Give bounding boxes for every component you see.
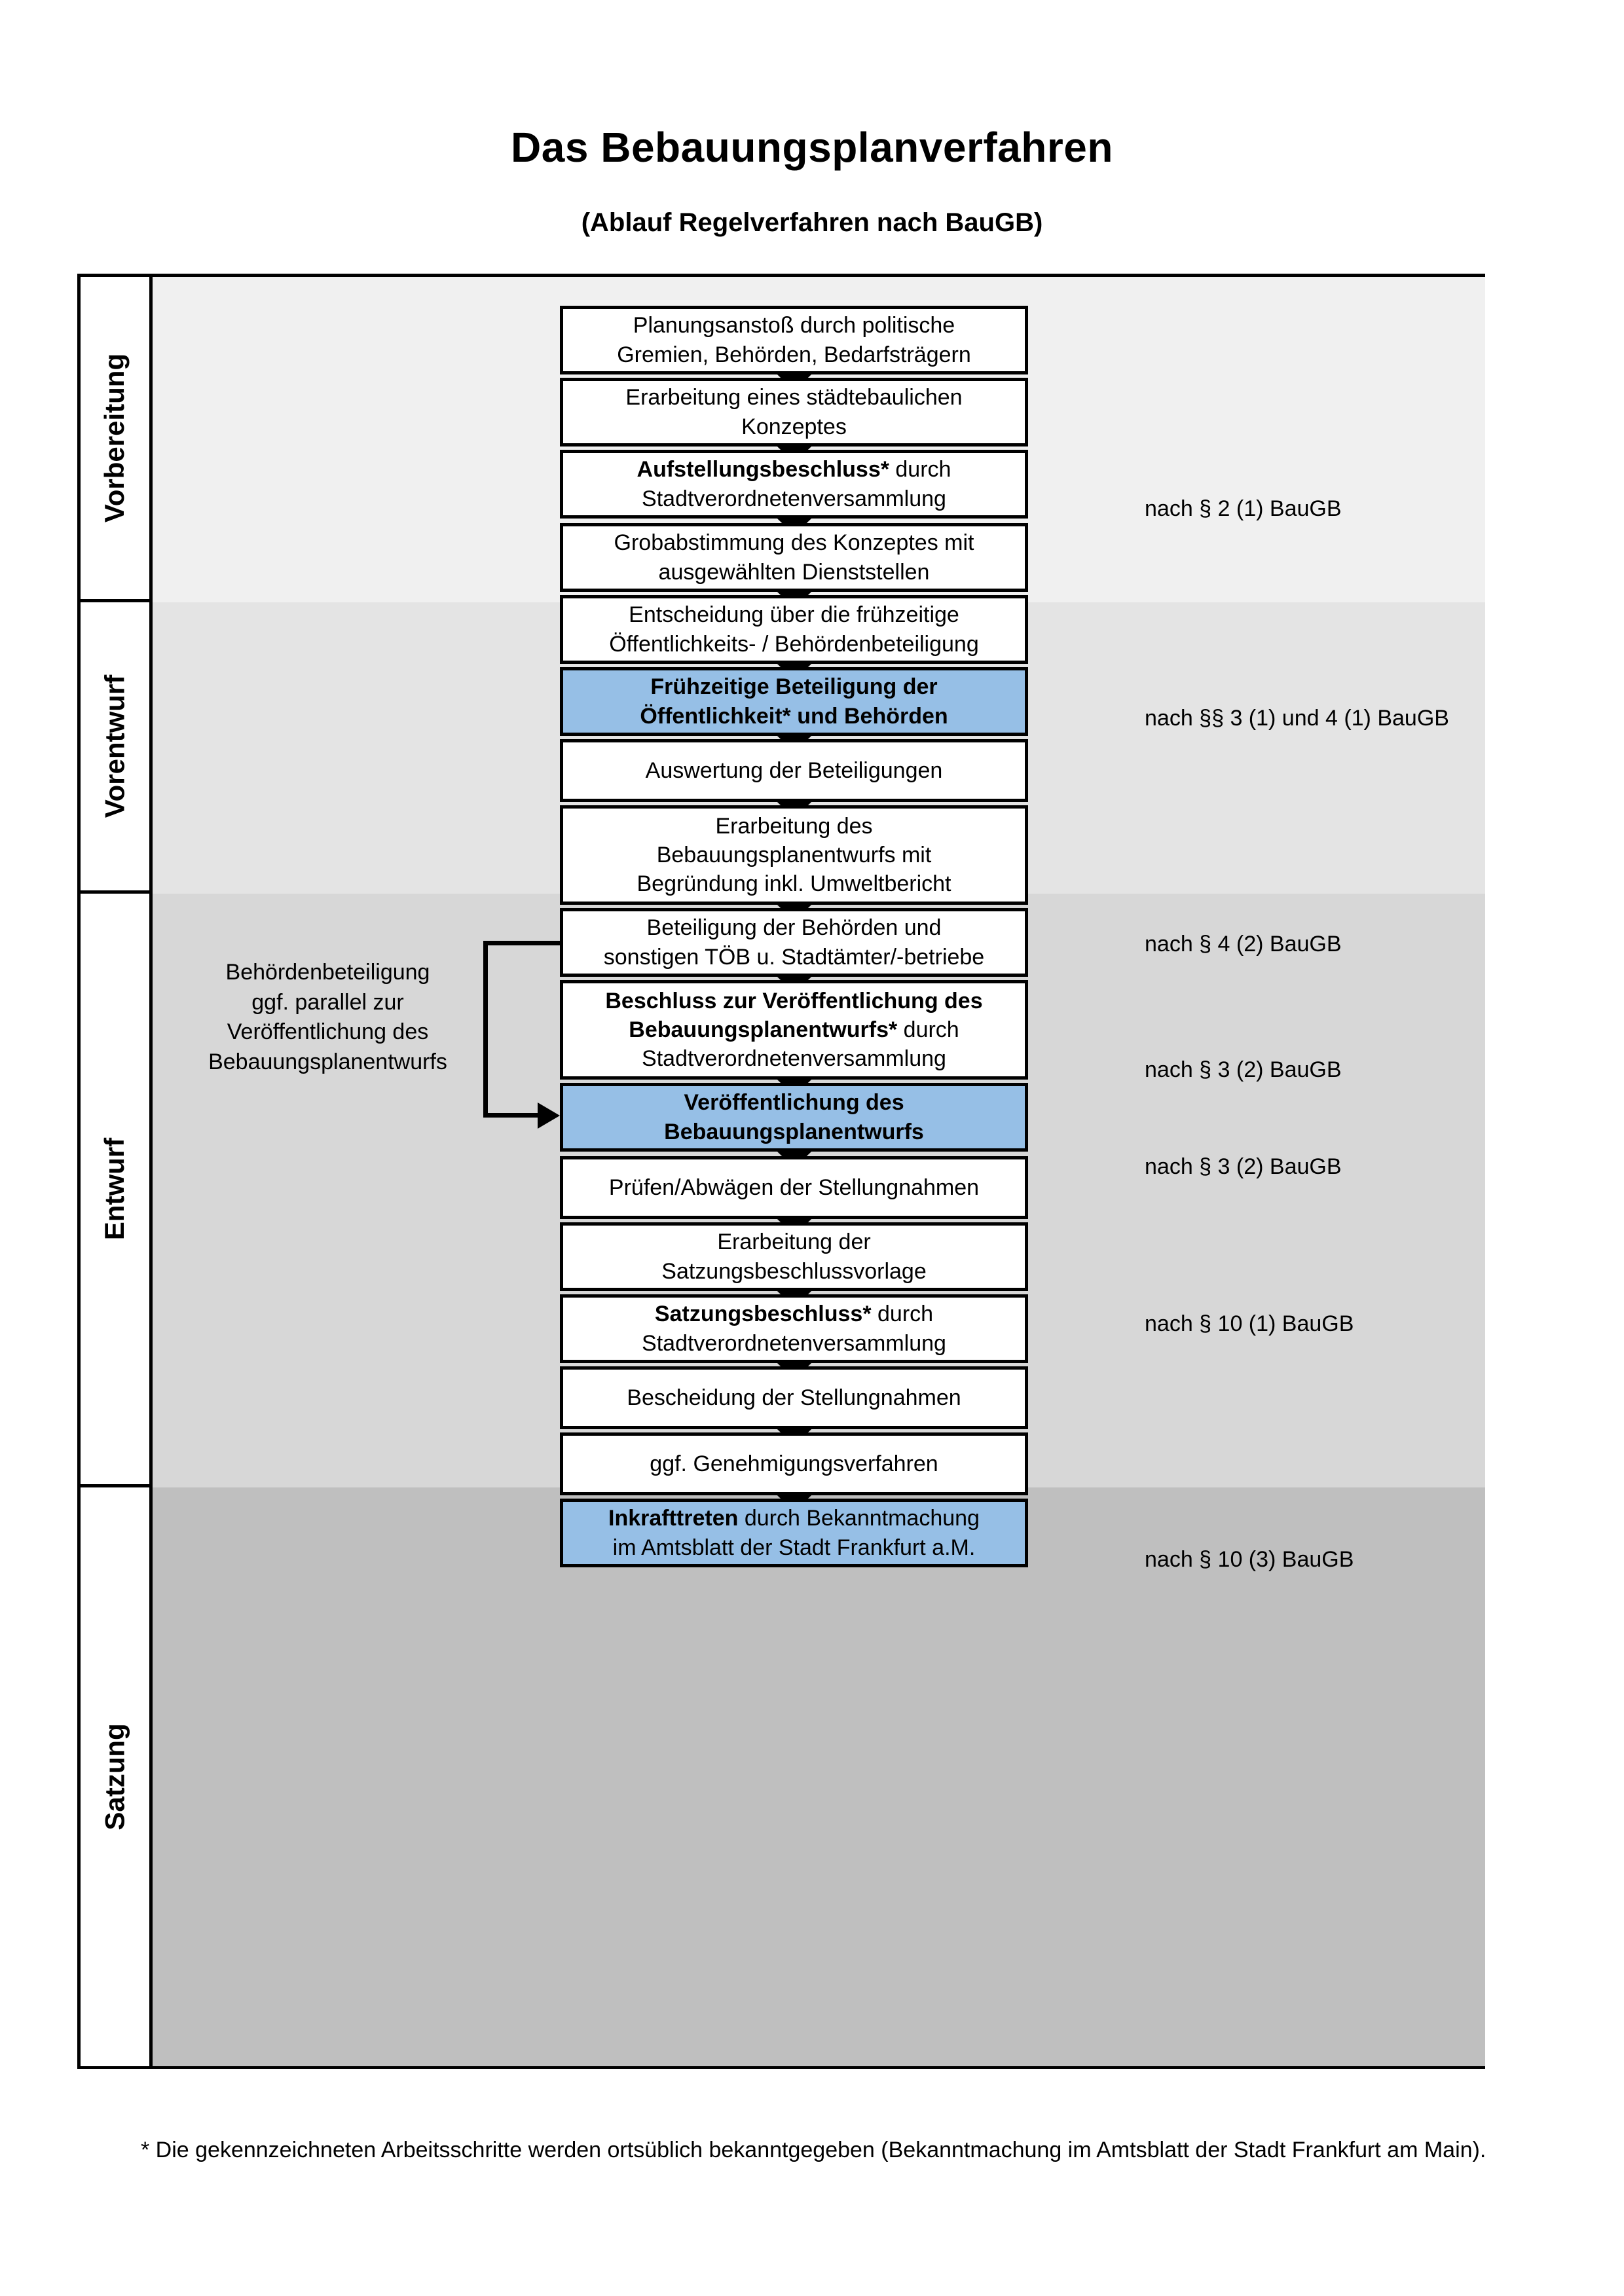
step-line-2-bold: Bebauungsplanentwurfs <box>664 1119 924 1144</box>
step-line-1-bold: Aufstellungsbeschluss* <box>637 457 889 483</box>
step-line-2-bold: Bebauungsplanentwurfs* <box>629 1017 898 1042</box>
flowchart-frame: Vorbereitung Vorentwurf Entwurf Satzung … <box>77 274 1485 2069</box>
step-line-2: Gremien, Behörden, Bedarfsträgern <box>617 342 971 367</box>
legal-ref-par3-4-1: nach §§ 3 (1) und 4 (1) BauGB <box>1145 706 1449 731</box>
section-label-vorentwurf: Vorentwurf <box>81 602 149 894</box>
step-box-auswertung[interactable]: Auswertung der Beteiligungen <box>560 739 1028 802</box>
step-line-1: Erarbeitung der <box>717 1230 871 1255</box>
legal-ref-par4-2: nach § 4 (2) BauGB <box>1145 932 1342 957</box>
step-line-1: Beteiligung der Behörden und <box>646 915 942 941</box>
step-box-beschluss-veroeffentlichung[interactable]: Beschluss zur Veröffentlichung des Bebau… <box>560 980 1028 1080</box>
step-line-2-bold: Öffentlichkeit* und Behörden <box>640 703 948 729</box>
step-line-1-rest: durch <box>889 457 951 483</box>
page-subtitle: (Ablauf Regelverfahren nach BauGB) <box>581 208 1043 237</box>
sidenote-line-4: Bebauungsplanentwurfs <box>208 1049 447 1074</box>
step-line-1-bold: Satzungsbeschluss* <box>654 1302 872 1327</box>
step-box-erarbeitung-entwurf[interactable]: Erarbeitung des Bebauungsplanentwurfs mi… <box>560 805 1028 905</box>
sidenote-behoerdenbeteiligung: Behördenbeteiligung ggf. parallel zur Ve… <box>175 958 480 1077</box>
step-line-2-rest: durch <box>897 1017 959 1042</box>
sidenote-line-1: Behördenbeteiligung <box>225 960 430 985</box>
bypass-line-vertical <box>483 941 488 1118</box>
section-label-text: Vorbereitung <box>99 353 130 523</box>
step-box-fruehzeitige-beteiligung[interactable]: Frühzeitige Beteiligung der Öffentlichke… <box>560 667 1028 736</box>
step-line-1: Erarbeitung des <box>715 813 873 839</box>
step-line-1: Grobabstimmung des Konzeptes mit <box>614 530 974 556</box>
step-box-entscheidung-fruehzeitig[interactable]: Entscheidung über die frühzeitige Öffent… <box>560 595 1028 664</box>
sidenote-line-3: Veröffentlichung des <box>227 1019 429 1045</box>
step-line-1-rest: durch Bekanntmachung <box>738 1506 980 1531</box>
section-label-text: Satzung <box>99 1723 130 1831</box>
legal-ref-par2-1: nach § 2 (1) BauGB <box>1145 496 1342 521</box>
step-box-aufstellungsbeschluss[interactable]: Aufstellungsbeschluss* durch Stadtverord… <box>560 450 1028 519</box>
legal-ref-par3-2a: nach § 3 (2) BauGB <box>1145 1057 1342 1082</box>
step-box-beteiligung-behoerden[interactable]: Beteiligung der Behörden und sonstigen T… <box>560 908 1028 977</box>
step-line-1-bold: Inkrafttreten <box>608 1506 739 1531</box>
step-line-1: Bescheidung der Stellungnahmen <box>627 1385 961 1410</box>
step-line-1-bold: Beschluss zur Veröffentlichung des <box>605 988 983 1013</box>
step-box-planungsanstoss[interactable]: Planungsanstoß durch politische Gremien,… <box>560 306 1028 374</box>
step-line-2: im Amtsblatt der Stadt Frankfurt a.M. <box>612 1535 976 1560</box>
step-line-2: Öffentlichkeits- / Behördenbeteiligung <box>609 631 979 657</box>
section-label-vorbereitung: Vorbereitung <box>81 277 149 602</box>
section-label-text: Entwurf <box>99 1137 130 1241</box>
section-label-column: Vorbereitung Vorentwurf Entwurf Satzung <box>81 277 153 2066</box>
bypass-arrowhead-icon <box>538 1102 560 1129</box>
step-box-grobabstimmung[interactable]: Grobabstimmung des Konzeptes mit ausgewä… <box>560 523 1028 592</box>
step-line-3: Stadtverordnetenversammlung <box>642 1046 946 1072</box>
band-satzung <box>153 1487 1485 2066</box>
step-line-2: Satzungsbeschlussvorlage <box>661 1258 927 1284</box>
step-line-1: Prüfen/Abwägen der Stellungnahmen <box>608 1175 980 1200</box>
step-box-satzungsbeschlussvorlage[interactable]: Erarbeitung der Satzungsbeschlussvorlage <box>560 1222 1028 1291</box>
step-box-bescheidung[interactable]: Bescheidung der Stellungnahmen <box>560 1366 1028 1429</box>
section-label-entwurf: Entwurf <box>81 894 149 1487</box>
step-line-1-rest: durch <box>871 1302 934 1327</box>
step-line-3: Begründung inkl. Umweltbericht <box>637 871 951 897</box>
step-box-genehmigungsverfahren[interactable]: ggf. Genehmigungsverfahren <box>560 1432 1028 1495</box>
step-line-2: Bebauungsplanentwurfs mit <box>656 842 932 867</box>
step-line-2: ausgewählten Dienststellen <box>658 559 930 585</box>
step-line-1: Erarbeitung eines städtebaulichen <box>625 385 963 410</box>
step-line-1: ggf. Genehmigungsverfahren <box>650 1451 938 1476</box>
step-line-2: Stadtverordnetenversammlung <box>642 1330 946 1356</box>
step-line-1: Planungsanstoß durch politische <box>633 313 955 338</box>
legal-ref-par10-1: nach § 10 (1) BauGB <box>1145 1311 1354 1336</box>
bypass-line-horizontal-top <box>483 941 562 945</box>
sidenote-line-2: ggf. parallel zur <box>251 989 404 1015</box>
section-label-text: Vorentwurf <box>99 674 130 818</box>
step-box-veroeffentlichung[interactable]: Veröffentlichung des Bebauungsplanentwur… <box>560 1083 1028 1152</box>
step-line-2: Stadtverordnetenversammlung <box>642 486 946 511</box>
legal-ref-par10-3: nach § 10 (3) BauGB <box>1145 1547 1354 1572</box>
bypass-line-horizontal-bottom <box>483 1113 540 1118</box>
step-box-konzept[interactable]: Erarbeitung eines städtebaulichen Konzep… <box>560 378 1028 446</box>
step-line-2: Konzeptes <box>741 414 847 439</box>
legal-ref-par3-2b: nach § 3 (2) BauGB <box>1145 1154 1342 1179</box>
step-box-satzungsbeschluss[interactable]: Satzungsbeschluss* durch Stadtverordnete… <box>560 1294 1028 1363</box>
step-line-1: Entscheidung über die frühzeitige <box>629 602 959 628</box>
step-line-1-bold: Veröffentlichung des <box>684 1090 904 1116</box>
section-label-satzung: Satzung <box>81 1487 149 2066</box>
page-title: Das Bebauungsplanverfahren <box>511 124 1113 171</box>
step-line-1: Auswertung der Beteiligungen <box>645 757 943 783</box>
step-line-2: sonstigen TÖB u. Stadtämter/-betriebe <box>603 944 985 970</box>
step-box-inkrafttreten[interactable]: Inkrafttreten durch Bekanntmachung im Am… <box>560 1499 1028 1567</box>
step-box-pruefen-abwaegen[interactable]: Prüfen/Abwägen der Stellungnahmen <box>560 1156 1028 1219</box>
footnote: * Die gekennzeichneten Arbeitsschritte w… <box>141 2138 1486 2162</box>
step-line-1-bold: Frühzeitige Beteiligung der <box>650 674 938 700</box>
